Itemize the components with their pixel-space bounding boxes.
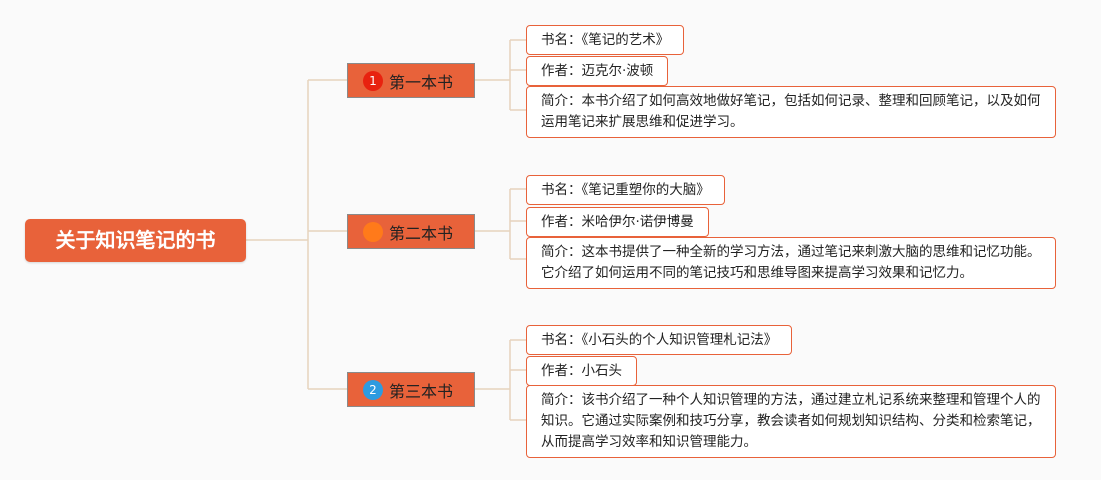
number-2-icon: 2 — [363, 379, 383, 400]
branch-book-3[interactable]: 2 第三本书 — [347, 372, 475, 407]
branch-book-2[interactable]: 第二本书 — [347, 214, 475, 249]
book-author[interactable]: 作者：迈克尔·波顿 — [526, 56, 669, 86]
branch-book-1[interactable]: 1 第一本书 — [347, 63, 475, 98]
branch-label: 第二本书 — [389, 223, 454, 243]
book-title[interactable]: 书名：《小石头的个人知识管理札记法》 — [526, 325, 793, 355]
book-author[interactable]: 作者：米哈伊尔·诺伊博曼 — [526, 207, 709, 237]
book-title[interactable]: 书名：《笔记的艺术》 — [526, 25, 685, 55]
number-1-icon: 1 — [363, 70, 383, 91]
book-intro[interactable]: 简介：本书介绍了如何高效地做好笔记，包括如何记录、整理和回顾笔记，以及如何运用笔… — [526, 86, 1056, 138]
book-author[interactable]: 作者：小石头 — [526, 356, 637, 386]
book-intro[interactable]: 简介：这本书提供了一种全新的学习方法，通过笔记来刺激大脑的思维和记忆功能。它介绍… — [526, 237, 1056, 289]
branch-label: 第一本书 — [389, 72, 454, 92]
root-topic[interactable]: 关于知识笔记的书 — [25, 219, 246, 262]
progress-icon — [363, 221, 383, 242]
branch-label: 第三本书 — [389, 381, 454, 401]
book-title[interactable]: 书名：《笔记重塑你的大脑》 — [526, 175, 725, 205]
book-intro[interactable]: 简介：该书介绍了一种个人知识管理的方法，通过建立札记系统来整理和管理个人的知识。… — [526, 385, 1056, 458]
